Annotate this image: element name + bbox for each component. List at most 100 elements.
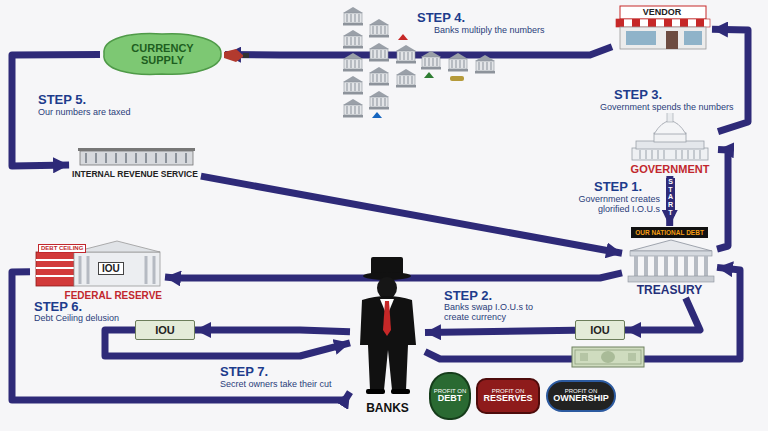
step-description: Banks multiply the numbers xyxy=(432,26,547,36)
step-number: STEP 3. xyxy=(612,88,664,102)
node-text: OWNERSHIP xyxy=(553,394,609,404)
bank-cluster-part xyxy=(448,53,468,72)
banker-figure-part xyxy=(391,389,410,394)
bank-cluster xyxy=(343,7,495,118)
bank-cluster-part xyxy=(421,51,441,70)
currency-balloon: CURRENCY SUPPLY xyxy=(100,30,225,78)
flow-arrow xyxy=(625,298,700,330)
banker-figure-part xyxy=(377,277,397,299)
federal-reserve-building-part xyxy=(74,241,160,252)
federal-reserve-building-part xyxy=(74,252,160,286)
step-description: Government spends the numbers xyxy=(598,103,736,113)
debt-ceiling-sign: DEBT CEILING xyxy=(38,244,86,253)
node-text: IOU xyxy=(590,324,610,336)
node-text: BANKS xyxy=(366,402,409,415)
capitol-building-part xyxy=(654,121,686,134)
bank-cluster-part xyxy=(424,72,434,78)
bank-cluster-part xyxy=(343,7,363,26)
step-number: STEP 7. xyxy=(218,365,270,379)
irs-building-part xyxy=(80,151,193,165)
step-number: STEP 4. xyxy=(415,11,467,25)
profit-badge: PROFIT ONRESERVES xyxy=(476,378,540,414)
bank-cluster-part xyxy=(396,45,416,64)
bank-cluster-part xyxy=(450,76,464,81)
irs-building xyxy=(78,148,195,165)
dollar-bill-part xyxy=(628,353,636,361)
federal-reserve-building xyxy=(36,241,160,286)
banker-figure-part xyxy=(366,389,385,394)
dollar-bill-part xyxy=(575,350,641,364)
bank-cluster-part xyxy=(343,30,363,49)
step-description: Banks swap I.O.U.s to create currency xyxy=(442,303,546,323)
node-text: RESERVES xyxy=(484,394,533,404)
irs-building-part xyxy=(86,153,186,163)
capitol-building-part xyxy=(640,150,700,159)
vendor-shop-part xyxy=(616,19,704,27)
node-text: TREASURY xyxy=(637,284,703,297)
balloon-outline xyxy=(104,34,221,75)
step-number: STEP 2. xyxy=(442,289,494,303)
flow-arrow xyxy=(225,47,612,55)
treasury-building-part xyxy=(630,251,712,256)
node-text: PROFIT ON xyxy=(565,388,598,395)
banker-figure xyxy=(360,257,416,394)
flow-arrow xyxy=(425,330,575,332)
bank-cluster-part xyxy=(369,67,389,86)
federal-reserve-building-part xyxy=(36,260,74,276)
government-building: GOVERNMENT xyxy=(622,118,718,176)
bank-cluster-part xyxy=(343,53,363,72)
vendor-shop-part xyxy=(616,19,710,27)
bank-cluster-part xyxy=(369,19,389,38)
treasury-building: OUR NATIONAL DEBT TREASURY xyxy=(622,226,717,298)
vendor-shop-part xyxy=(666,31,678,49)
banks-node: BANKS xyxy=(350,250,425,416)
vendor-shop: VENDOR xyxy=(612,6,712,50)
bank-cluster-part xyxy=(396,69,416,88)
irs-building-part xyxy=(78,148,195,151)
irs-building: INTERNAL REVENUE SERVICE xyxy=(69,148,201,180)
node-text: DEBT xyxy=(438,394,463,404)
capitol-building xyxy=(632,112,708,160)
start-marker: START xyxy=(666,178,675,216)
dollar-bill-part xyxy=(572,347,644,367)
step-number: STEP 1. xyxy=(592,180,644,194)
capitol-building-part xyxy=(667,112,673,122)
treasury-building-part xyxy=(628,276,714,282)
flow-arrow xyxy=(717,149,728,249)
balloon-inflater-part xyxy=(224,49,244,62)
node-text: VENDOR xyxy=(643,8,682,18)
vendor-shop-part xyxy=(626,31,656,45)
step-number: STEP 6. xyxy=(32,300,84,314)
banker-figure-part xyxy=(360,296,416,390)
treasury-building xyxy=(628,240,714,282)
vendor-shop xyxy=(616,6,710,49)
node-text: OUR NATIONAL DEBT xyxy=(631,227,708,238)
iou-note: IOU xyxy=(135,320,195,340)
flow-arrow xyxy=(12,272,350,400)
step-description: Secret owners take their cut xyxy=(218,380,334,390)
bank-cluster-part xyxy=(398,34,408,40)
bank-cluster-part xyxy=(343,99,363,118)
dollar-bill-part xyxy=(580,353,588,361)
flow-arrow xyxy=(195,330,350,332)
vendor-shop-part xyxy=(620,6,706,19)
bank-cluster-part xyxy=(343,76,363,95)
capitol-building-part xyxy=(632,148,708,160)
treasury-building-part xyxy=(630,240,712,251)
profit-badge: PROFIT ONDEBT xyxy=(429,372,472,420)
step-description: Our numbers are taxed xyxy=(36,108,133,118)
flow-arrow xyxy=(712,29,748,131)
banker-figure-part xyxy=(383,301,391,336)
dollar-bill-part xyxy=(601,351,615,363)
node-text: CURRENCY SUPPLY xyxy=(123,42,203,66)
bank-cluster-part xyxy=(475,55,495,74)
step-description: Debt Ceiling delusion xyxy=(32,314,121,324)
iou-note: IOU xyxy=(575,320,625,340)
node-text: PROFIT ON xyxy=(492,388,525,395)
node-text: GOVERNMENT xyxy=(631,163,710,175)
balloon-inflater-part xyxy=(243,53,249,58)
vendor-shop-part xyxy=(684,31,702,45)
balloon-inflater xyxy=(224,49,249,62)
node-text: IOU xyxy=(155,324,175,336)
